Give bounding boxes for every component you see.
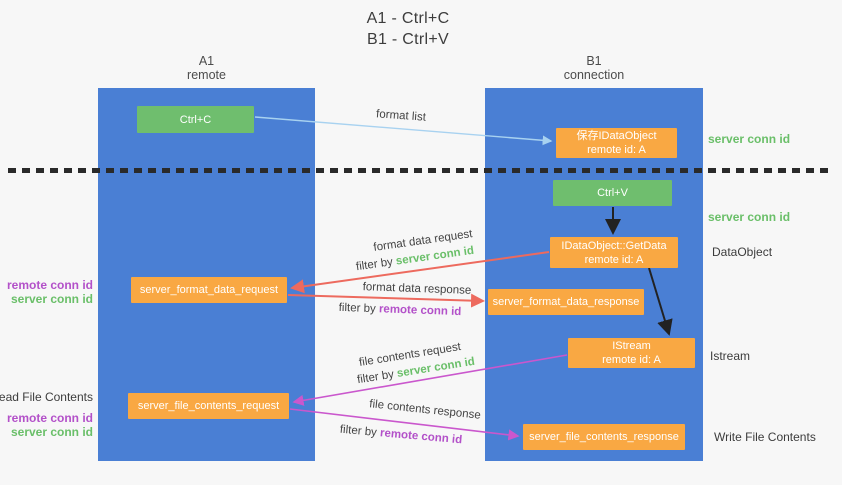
node-save-idataobject-line2: remote id: A (587, 144, 646, 156)
node-getdata-line2: remote id: A (584, 253, 644, 266)
node-format-request-label: server_format_data_request (139, 284, 279, 296)
annotation-dataobject: DataObject (712, 245, 773, 259)
node-file-request-label: server_file_contents_request (137, 400, 280, 412)
annotation-server-conn-id-top: server conn id (708, 132, 791, 146)
annotation-server-conn-id-1: server conn id (10, 292, 93, 306)
node-istream: IStream remote id: A (568, 338, 695, 368)
node-idataobject-getdata: IDataObject::GetData remote id: A (550, 237, 678, 268)
annotation-write-file-contents: Write File Contents (714, 430, 816, 444)
annotation-server-conn-id-2: server conn id (10, 425, 93, 439)
node-ctrl-v: Ctrl+V (553, 180, 672, 206)
diagram-title: A1 - Ctrl+C B1 - Ctrl+V (308, 8, 508, 50)
column-a1-name: A1 (198, 54, 215, 68)
node-save-idataobject: 保存IDataObject remote id: A (556, 128, 677, 158)
node-server-format-data-response: server_format_data_response (488, 289, 644, 315)
node-ctrl-c-label: Ctrl+C (179, 113, 212, 126)
flow-filter-file-contents-response: filter by remote conn id (339, 424, 462, 447)
filter-value-remote-conn-id: remote conn id (379, 427, 463, 447)
annotation-read-file-contents: Read File Contents (0, 390, 93, 404)
node-istream-line2: remote id: A (602, 354, 661, 366)
node-server-file-contents-request: server_file_contents_request (128, 393, 289, 419)
node-server-format-data-request: server_format_data_request (131, 277, 287, 303)
flow-label-format-list: format list (375, 108, 427, 124)
filter-prefix: filter by (356, 368, 395, 387)
filter-prefix: filter by (339, 423, 378, 439)
node-server-file-contents-response: server_file_contents_response (523, 424, 685, 450)
node-format-response-label: server_format_data_response (492, 296, 640, 308)
column-header-b1: B1 connection (485, 54, 703, 82)
flow-label-format-data-response: format data response (362, 281, 472, 297)
column-header-a1: A1 remote (98, 54, 315, 82)
node-ctrl-c: Ctrl+C (137, 106, 254, 133)
node-save-idataobject-line1: 保存IDataObject (576, 130, 657, 142)
annotation-istream: Istream (710, 349, 751, 363)
title-line-2: B1 - Ctrl+V (367, 31, 449, 48)
flow-filter-format-data-response: filter by remote conn id (338, 302, 461, 318)
annotation-remote-conn-id-1: remote conn id (6, 278, 93, 292)
node-file-response-label: server_file_contents_response (529, 431, 679, 443)
filter-prefix: filter by (355, 256, 394, 274)
annotation-server-conn-id-mid: server conn id (708, 210, 791, 224)
annotation-remote-conn-id-2: remote conn id (6, 411, 93, 425)
column-b1-name: B1 (586, 54, 602, 68)
filter-value-remote-conn-id: remote conn id (378, 303, 462, 319)
node-getdata-line1: IDataObject::GetData (561, 239, 667, 252)
node-ctrl-v-label: Ctrl+V (597, 187, 628, 199)
column-a1-subtitle: remote (187, 68, 226, 82)
title-line-1: A1 - Ctrl+C (366, 10, 450, 27)
clipboard-boundary-dotted-line (8, 168, 834, 173)
column-b1-subtitle: connection (563, 68, 625, 82)
filter-prefix: filter by (338, 301, 376, 316)
flow-label-file-contents-response: file contents response (368, 398, 482, 422)
node-istream-line1: IStream (612, 340, 651, 352)
